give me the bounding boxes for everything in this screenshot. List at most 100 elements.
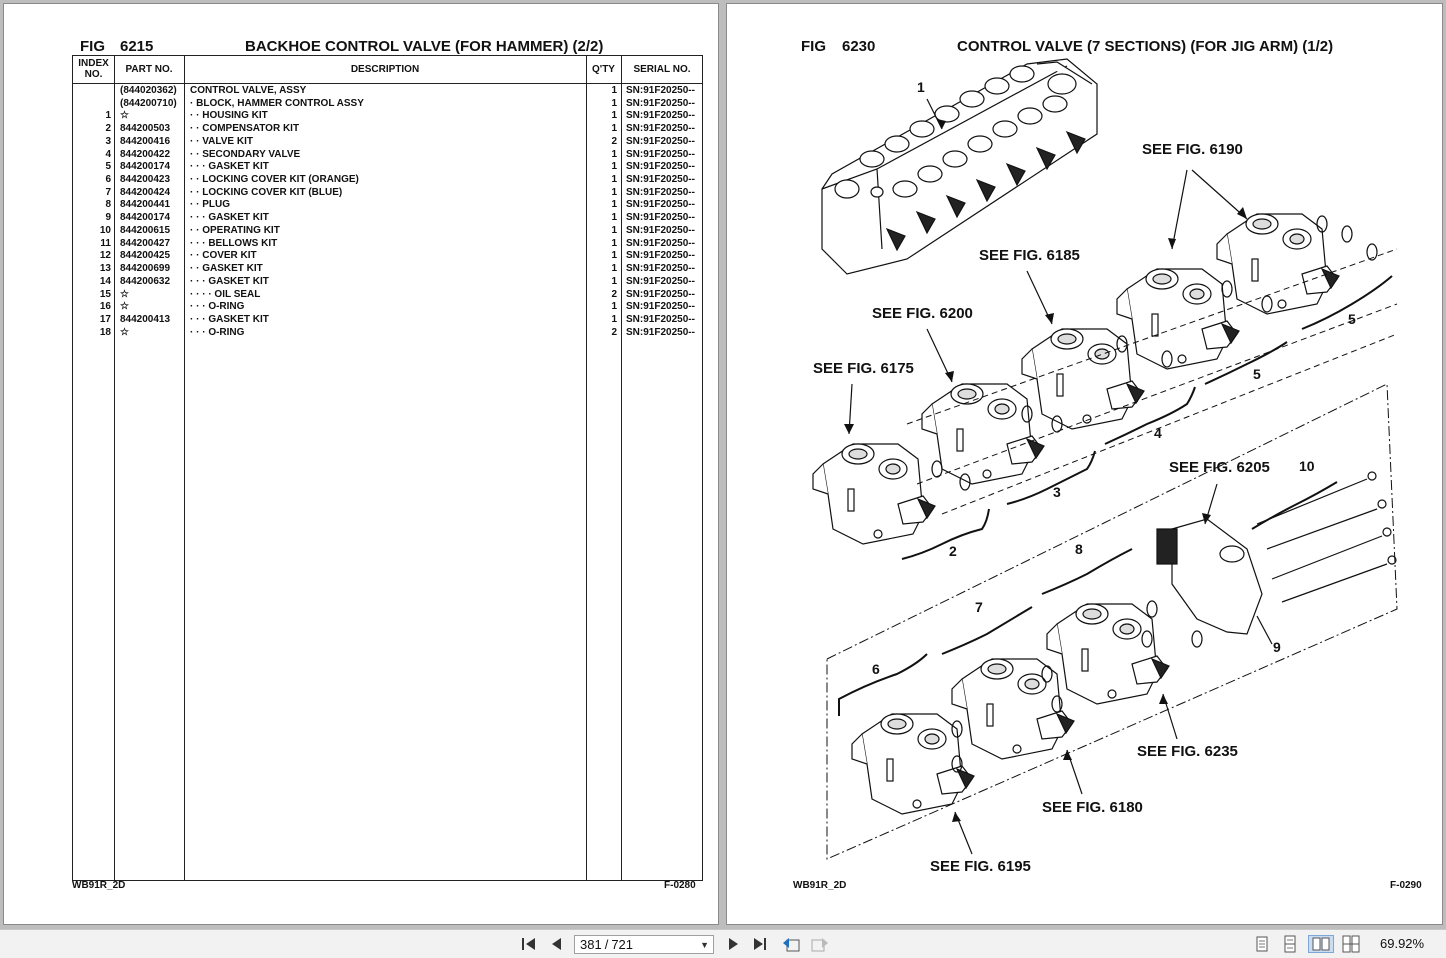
next-page-button[interactable] [722,935,744,953]
single-page-view-button[interactable] [1252,935,1272,953]
description-cell: · · · O-RING [190,326,245,338]
qty-cell: 1 [611,161,617,173]
total-pages: 721 [611,937,634,952]
go-forward-button[interactable] [808,935,832,953]
serial-no-cell: SN:91F20250-- [626,85,695,96]
item-number-5-b: 5 [1348,311,1356,327]
part-no-cell: 844200425 [120,250,171,262]
part-no-cell: (844200710) [120,97,177,109]
description-cell: · · OPERATING KIT [190,224,280,236]
column-header-serial-no: SERIAL NO. [633,64,691,75]
column-header-description: DESCRIPTION [350,64,420,75]
index-cell: 6 [105,174,111,186]
part-no-cell: ☆ [120,326,129,338]
qty-cell: 1 [611,212,617,224]
continuous-view-icon [1284,935,1296,953]
qty-cell: 2 [611,326,617,338]
serial-no-cell: SN:91F20250-- [626,212,695,224]
part-no-cell: 844200413 [120,313,171,325]
two-page-continuous-view-button[interactable] [1340,935,1362,953]
page-title: BACKHOE CONTROL VALVE (FOR HAMMER) (2/2) [245,38,604,55]
callout-see-fig-6195: SEE FIG. 6195 [930,858,1031,874]
serial-no-cell: SN:91F20250-- [626,288,695,300]
callout-see-fig-6235: SEE FIG. 6235 [1137,743,1238,760]
index-cell: 14 [99,275,111,287]
serial-no-cell: SN:91F20250-- [626,250,695,262]
index-cell: 8 [105,199,111,211]
go-back-button[interactable] [779,935,803,953]
serial-no-cell: SN:91F20250-- [626,123,695,135]
two-page-continuous-view-icon [1342,935,1360,953]
previous-page-icon [552,938,561,950]
description-cell: · · · · OIL SEAL [190,288,261,300]
item-number-4: 4 [1154,425,1162,441]
two-page-view-button[interactable] [1308,935,1334,953]
section-brackets-upper [901,275,1393,560]
description-cell: · · · GASKET KIT [190,212,269,224]
qty-cell: 1 [611,199,617,211]
description-cell: · BLOCK, HAMMER CONTROL ASSY [190,97,364,109]
qty-cell: 1 [611,275,617,287]
description-cell: · · · BELLOWS KIT [190,237,278,249]
qty-cell: 1 [611,301,617,313]
description-cell: · · LOCKING COVER KIT (BLUE) [190,186,343,198]
callout-see-fig-6180: SEE FIG. 6180 [1042,799,1143,816]
previous-page-button[interactable] [546,935,568,953]
go-forward-icon [811,938,828,952]
part-no-cell: 844200699 [120,263,171,275]
serial-no-cell: SN:91F20250-- [626,224,695,236]
go-back-icon [783,938,800,952]
qty-cell: 1 [611,110,617,122]
index-cell: 2 [105,123,111,135]
qty-cell: 1 [611,174,617,186]
fig-label: FIG [80,38,105,55]
qty-cell: 1 [611,313,617,325]
part-no-cell: 844200441 [120,199,171,211]
serial-no-cell: SN:91F20250-- [626,161,695,173]
continuous-view-button[interactable] [1280,935,1300,953]
parts-table: INDEX NO. PART NO. DESCRIPTION Q'TY SERI… [72,55,703,881]
description-cell: · · COVER KIT [190,250,257,262]
part-no-cell: ☆ [120,110,129,122]
qty-cell: 1 [611,148,617,160]
page-number-input[interactable]: 381/721 ▼ [574,935,714,954]
part-no-cell: ☆ [120,288,129,300]
item-number-8: 8 [1075,541,1083,557]
group-frame [826,383,1398,860]
item-number-7: 7 [975,599,983,615]
first-page-icon [522,938,535,950]
part-no-cell: 844200427 [120,237,171,249]
zoom-level[interactable]: 69.92% [1380,936,1425,951]
qty-cell: 1 [611,97,617,109]
item-number-6: 6 [872,661,880,677]
qty-cell: 1 [611,123,617,135]
chevron-down-icon[interactable]: ▼ [700,940,709,950]
index-cell: 9 [105,212,111,224]
serial-no-cell: SN:91F20250-- [626,263,695,275]
callout-see-fig-6185: SEE FIG. 6185 [979,247,1080,264]
last-page-button[interactable] [749,935,771,953]
index-cell: 3 [105,135,111,147]
description-cell: CONTROL VALVE, ASSY [190,85,307,96]
qty-cell: 1 [611,186,617,198]
last-page-icon [754,938,766,950]
footer-page-code: F-0280 [664,880,696,891]
description-cell: · · · O-RING [190,301,245,313]
next-page-icon [729,938,738,950]
item-number-3: 3 [1053,484,1061,500]
description-cell: · · · GASKET KIT [190,313,269,325]
serial-no-cell: SN:91F20250-- [626,199,695,211]
exploded-valve-diagram: SEE FIG. 6190 SEE FIG. 6185 SEE FIG. 620… [812,58,1398,874]
first-page-button[interactable] [518,935,540,953]
fig-number: 6215 [120,38,154,55]
fig-label: FIG [801,38,826,55]
part-no-cell: ☆ [120,301,129,313]
index-cell: 16 [99,301,111,313]
